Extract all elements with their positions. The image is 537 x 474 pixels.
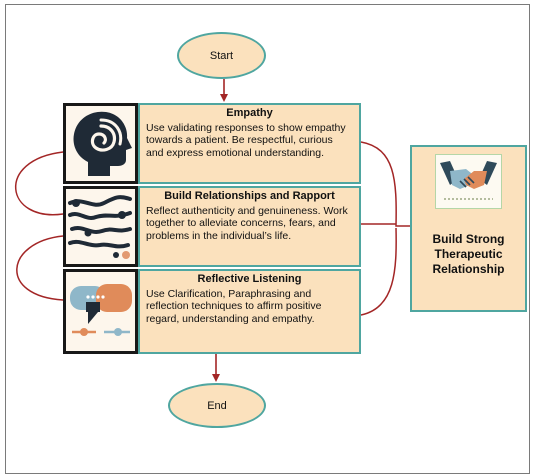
handshake-icon bbox=[435, 154, 502, 209]
step-empathy: Empathy Use validating responses to show… bbox=[63, 103, 361, 184]
start-label: Start bbox=[209, 49, 234, 62]
start-node: Start bbox=[177, 32, 266, 79]
end-node: End bbox=[168, 383, 266, 428]
end-label: End bbox=[207, 399, 227, 412]
loop-empathy-to-rapport bbox=[15, 151, 64, 216]
bracket-to-summary bbox=[360, 141, 410, 316]
empathy-body: Empathy Use validating responses to show… bbox=[138, 103, 361, 184]
step-description: Reflect authenticity and genuineness. Wo… bbox=[146, 205, 348, 242]
step-title: Build Relationships and Rapport bbox=[164, 190, 335, 202]
step-title: Empathy bbox=[226, 107, 273, 119]
head-spiral-icon bbox=[63, 103, 138, 184]
step-reflective-listening: Reflective Listening Use Clarification, … bbox=[63, 269, 361, 354]
step-description: Use validating responses to show empathy… bbox=[146, 122, 346, 159]
connected-paths-icon bbox=[63, 186, 138, 267]
summary-box: Build Strong Therapeutic Relationship bbox=[410, 145, 527, 312]
summary-label: Build Strong Therapeutic Relationship bbox=[432, 232, 505, 276]
step-description: Use Clarification, Paraphrasing and refl… bbox=[146, 288, 322, 325]
step-title: Reflective Listening bbox=[197, 273, 302, 285]
speech-bubbles-icon bbox=[63, 269, 138, 354]
loop-rapport-to-listening bbox=[16, 235, 64, 301]
step-rapport: Build Relationships and Rapport Reflect … bbox=[63, 186, 361, 267]
rapport-body: Build Relationships and Rapport Reflect … bbox=[138, 186, 361, 267]
reflective-listening-body: Reflective Listening Use Clarification, … bbox=[138, 269, 361, 354]
